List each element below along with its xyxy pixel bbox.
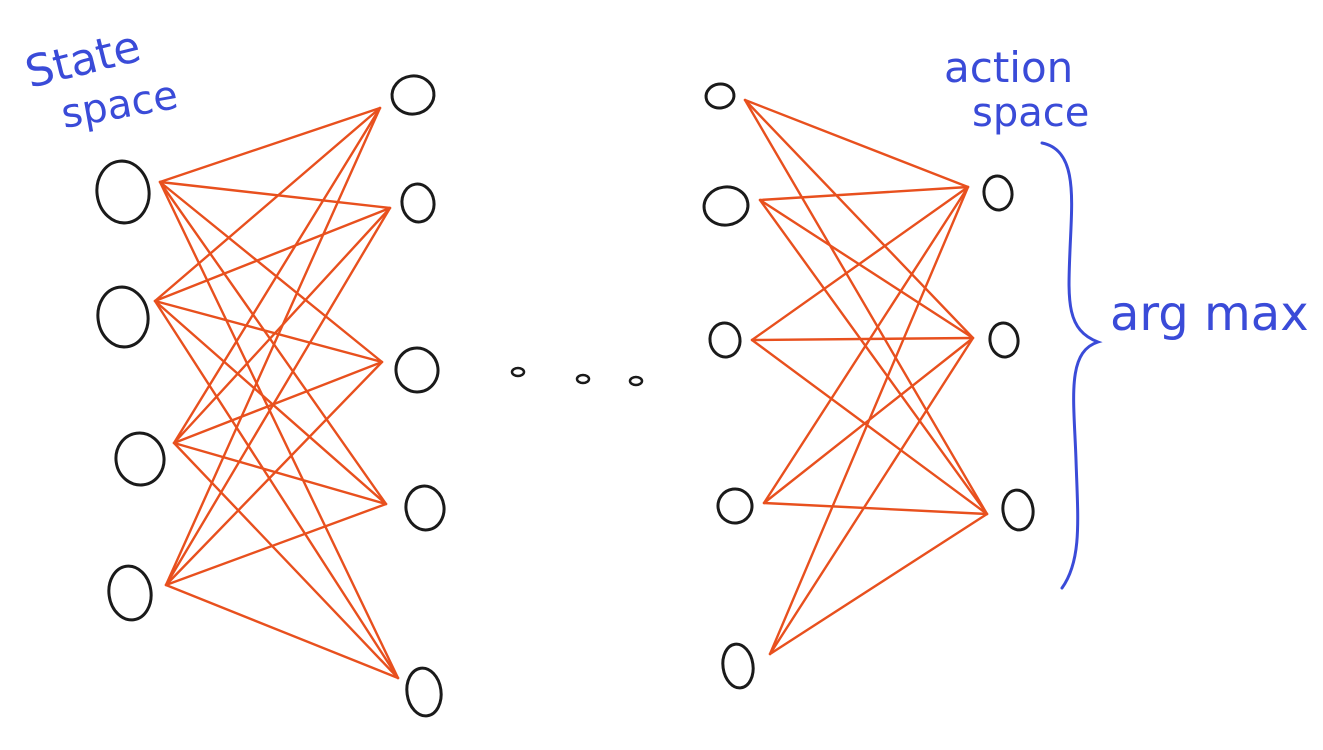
hidden-neuron-right (716, 487, 754, 525)
ellipsis-dot (628, 375, 644, 387)
input-neuron (107, 564, 153, 622)
connection-edge (172, 360, 384, 445)
hidden-neuron-left (404, 484, 446, 532)
action-space-label-line2: space (972, 90, 1089, 136)
connection-edge (158, 180, 388, 506)
input-neuron (95, 159, 151, 225)
connection-edge (758, 185, 970, 202)
connection-edges (153, 98, 989, 680)
connection-edge (768, 336, 975, 656)
output-neuron (1001, 488, 1035, 532)
connection-edge (153, 106, 382, 303)
connection-edge (172, 106, 382, 445)
hidden-neuron-left (400, 182, 436, 224)
argmax-label: arg max (1110, 286, 1309, 342)
connection-edge (172, 441, 400, 680)
connection-edge (743, 98, 989, 516)
input-neuron (114, 431, 166, 487)
connection-edge (164, 583, 400, 680)
hidden-neuron-right (704, 82, 736, 110)
action-space-label-line1: action (944, 43, 1073, 92)
hidden-neuron-left (390, 74, 436, 116)
connection-edge (153, 206, 392, 303)
connection-edge (158, 106, 382, 184)
neuron-nodes (95, 74, 1035, 718)
output-neuron (982, 174, 1014, 212)
connection-edge (164, 360, 384, 587)
connection-edge (164, 502, 388, 587)
ellipsis-dot (510, 366, 526, 378)
hidden-neuron-right (721, 642, 755, 690)
connection-edge (164, 206, 392, 587)
connection-edge (758, 198, 975, 340)
connection-edge (750, 336, 975, 342)
connection-edge (153, 299, 388, 506)
connection-edge (743, 98, 975, 340)
connection-edge (158, 180, 400, 680)
hidden-neuron-right (702, 185, 750, 227)
connection-edge (762, 185, 970, 505)
connection-edge (153, 299, 400, 680)
connection-edge (758, 198, 989, 516)
input-neuron (96, 285, 150, 349)
connection-edge (768, 185, 970, 656)
argmax-brace (1040, 141, 1103, 590)
connection-edge (768, 512, 989, 656)
connection-edge (743, 98, 970, 189)
connection-edge (750, 185, 970, 342)
connection-edge (172, 441, 388, 506)
output-neuron (988, 321, 1020, 359)
ellipsis-dots (510, 366, 644, 387)
connection-edge (762, 501, 989, 516)
connection-edge (164, 106, 382, 587)
connection-edge (158, 180, 392, 210)
hidden-neuron-right (708, 321, 742, 359)
hidden-neuron-left (405, 666, 443, 718)
connection-edge (153, 299, 384, 364)
hidden-neuron-left (394, 346, 440, 394)
connection-edge (750, 338, 989, 516)
ellipsis-dot (575, 373, 591, 385)
connection-edge (158, 180, 384, 364)
